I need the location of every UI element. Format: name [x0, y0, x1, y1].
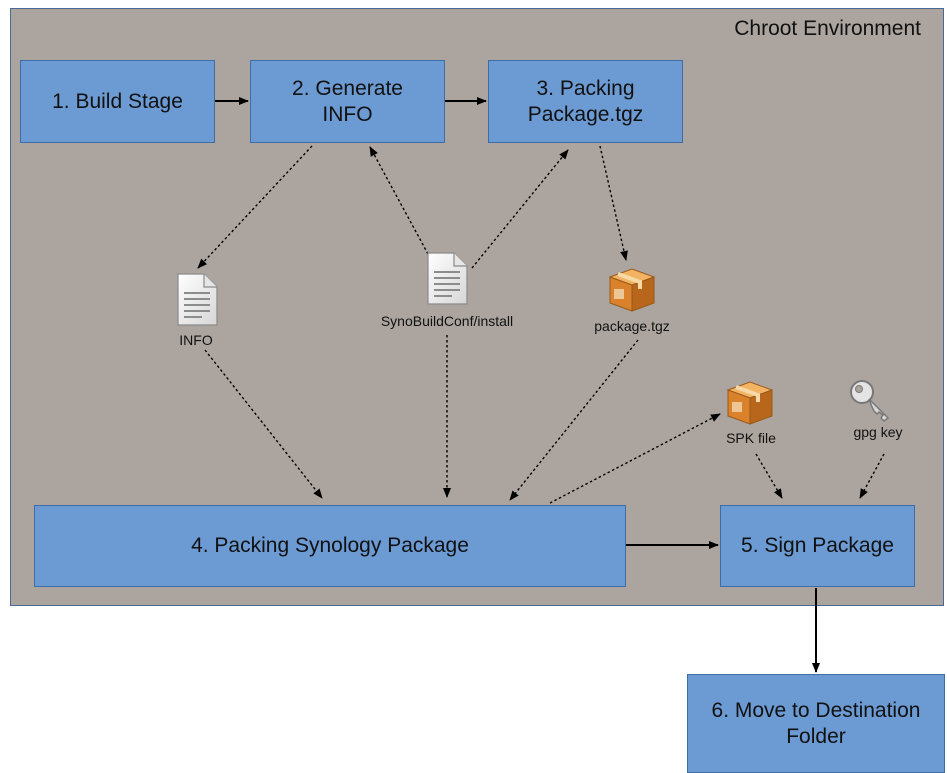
gpg-key-label: gpg key [853, 424, 903, 440]
package-box-icon [724, 378, 776, 431]
step-move-to-destination-folder: 6. Move to Destination Folder [687, 674, 945, 773]
arrow-install-to-packing [471, 149, 569, 269]
arrow-synology-to-spk [549, 413, 721, 504]
key-icon [848, 378, 892, 427]
document-icon [424, 252, 470, 311]
arrow-info-file-to-synology [204, 349, 323, 499]
step-generate-info: 2. Generate INFO [250, 60, 445, 143]
package-box-icon [606, 265, 658, 318]
document-icon [174, 273, 220, 332]
step-build-stage-label: 1. Build Stage [52, 89, 183, 113]
step-packing-synology-package: 4. Packing Synology Package [34, 505, 626, 587]
step-sign-package: 5. Sign Package [720, 505, 915, 587]
step-sign-package-label: 5. Sign Package [741, 534, 894, 557]
package-tgz-label: package.tgz [594, 318, 670, 334]
arrow-generate-to-info-file [197, 145, 313, 269]
step-generate-info-label: 2. Generate INFO [292, 76, 403, 126]
step-packing-synology-package-label: 4. Packing Synology Package [191, 534, 469, 557]
step-packing-package-tgz-label: 3. Packing Package.tgz [527, 76, 644, 126]
spk-file-label: SPK file [726, 430, 776, 446]
arrow-install-to-generate [369, 146, 429, 255]
arrow-gpg-to-sign [859, 453, 885, 499]
install-script-label: SynoBuildConf/install [380, 313, 514, 329]
step-build-stage: 1. Build Stage [20, 60, 215, 143]
environment-title: Chroot Environment [734, 17, 921, 40]
arrow-tgz-to-synology [509, 339, 639, 501]
info-file-label: INFO [179, 332, 213, 348]
arrow-packing-to-tgz-file [599, 145, 628, 261]
step-packing-package-tgz: 3. Packing Package.tgz [488, 60, 683, 143]
arrow-spk-to-sign [755, 453, 783, 499]
step-move-to-destination-folder-label: 6. Move to Destination Folder [711, 698, 921, 748]
